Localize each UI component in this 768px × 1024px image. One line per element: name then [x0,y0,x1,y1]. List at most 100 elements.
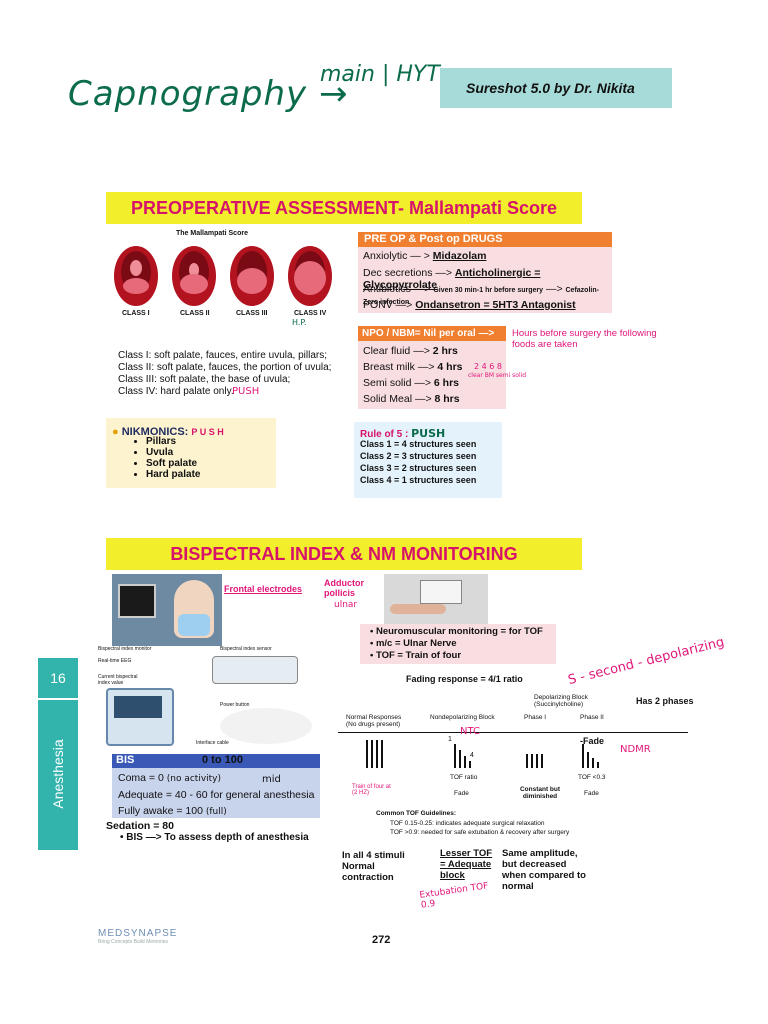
hw-ulnar: ulnar [334,600,358,610]
tof-bar [597,762,599,768]
has-two-phases: Has 2 phases [636,696,694,706]
class-label-2: CLASS II [180,310,210,317]
train-label: Train of four at (2 HZ) [352,784,391,796]
drug-label: Dec secretions [363,267,433,279]
hw-push: PUSH [411,427,446,440]
class-label-1: CLASS I [122,310,150,317]
nm-stimulator [420,580,462,604]
rule-title: Rule of 5 : [360,429,409,440]
npo-label: Breast milk [363,361,415,373]
sureshot-text: Sureshot 5.0 by Dr. Nikita [466,80,635,96]
npo-value: 8 hrs [434,393,460,405]
phase1-label: Phase I [524,714,547,721]
drug-label: Anxiolytic [363,250,408,262]
bis-list: Coma = 0 (no activity) Adequate = 40 - 6… [118,770,314,820]
sensor-strip [212,656,298,684]
nikmonics-list: Pillars Uvula Soft palate Hard palate [132,436,200,480]
bulb-icon: ● [112,426,119,438]
bis-photo [112,574,222,646]
hw-ntc: NTC [460,726,480,737]
nikmonics-item: Soft palate [146,458,200,469]
bis-label: BIS [116,754,135,766]
drugs-header: PRE OP & Post op DRUGS [358,232,612,247]
fade-label: Fade [454,790,469,797]
class-label-3: CLASS III [236,310,268,317]
tof-bar [371,740,373,768]
rule-item: Class 4 = 1 structures seen [360,475,477,485]
npo-label: Solid Meal [363,393,413,405]
tof-ratio: TOF ratio [450,774,478,781]
forearm-image [390,604,446,614]
class-desc-2: Class II: soft palate, fauces, the porti… [118,362,332,373]
nm-photo [384,574,488,624]
nm-item-text: TOF = Train of four [375,650,462,661]
hw-extubation: Extubation TOF 0.9 [418,881,490,911]
baseline [338,732,688,733]
bis-purpose: • BIS —> To assess depth of anesthesia [120,832,309,843]
handwritten-title: Capnography → [68,74,349,114]
drug-extra: Cefazolin-Zero infection [363,287,599,306]
bis-item: Fully awake = 100 [118,805,203,817]
bis-range: 0 to 100 [202,754,243,766]
tof-bar [376,740,378,768]
depol-label: Depolarizing Block (Succinylcholine) [534,694,588,708]
sureshot-banner: Sureshot 5.0 by Dr. Nikita [440,68,672,108]
class-desc-1: Class I: soft palate, fauces, entire uvu… [118,350,327,361]
nm-item: • Neuromuscular monitoring = for TOF [370,626,543,637]
figure-title: The Mallampati Score [176,230,248,237]
drug-label: PONV [363,299,393,311]
npo-value: 4 hrs [437,361,463,373]
in-all-label: In all 4 stimuli Normal contraction [342,850,405,883]
phase2-label: Phase II [580,714,604,721]
bis-device-diagram: Bispectral index monitor Bispectral inde… [96,644,322,754]
tof-bar [587,752,589,768]
hw-mid: mid [262,774,281,785]
fade-phase2: -Fade [580,736,605,746]
tof-bar [469,761,471,768]
npo-body: Clear fluid —> 2 hrs Breast milk —> 4 hr… [358,341,506,409]
bis-header: BIS 0 to 100 [112,754,320,768]
drug-value: Ondansetron = 5HT3 Antagonist [415,299,576,311]
class-desc-4: Class IV: hard palate only. [118,386,234,397]
nikmonics-word: P U S H [191,427,224,437]
normal-label: Normal Responses (No drugs present) [346,714,402,728]
page-number: 272 [372,934,391,946]
nm-box: • Neuromuscular monitoring = for TOF • m… [360,624,556,664]
tof-bar [536,754,538,768]
rule-item: Class 1 = 4 structures seen [360,439,477,449]
rule-item: Class 3 = 2 structures seen [360,463,477,473]
hw-clear: clear BM semi solid [468,372,527,379]
guideline-2: TOF >0.9: needed for safe extubation & r… [390,829,570,836]
device-screen [114,696,162,718]
patient-head-sketch [220,708,312,744]
fade-label-2: Fade [584,790,599,797]
bis-purpose-text: BIS —> To assess depth of anesthesia [126,832,309,843]
face-mask [178,614,210,636]
nm-item: • TOF = Train of four [370,650,462,661]
npo-label: Semi solid [363,377,412,389]
tof-bar [592,758,594,768]
section1-title: PREOPERATIVE ASSESSMENT- Mallampati Scor… [106,192,582,224]
side-tab-label: Anesthesia [50,739,66,809]
drugs-body: Anxiolytic — > Midazolam Dec secretions … [358,247,612,313]
tof-bar [526,754,528,768]
nikmonics-box: ● NIKMONICS: P U S H Pillars Uvula Soft … [106,418,276,488]
guideline-1: TOF 0.15-0.25: indicates adequate surgic… [390,820,545,827]
mallampati-mouths [114,246,332,306]
nikmonics-item: Hard palate [146,469,200,480]
side-tab [38,658,78,850]
rule-of-five: Rule of 5 : PUSH Class 1 = 4 structures … [354,422,502,498]
nm-item: • m/c = Ulnar Nerve [370,638,457,649]
logo-tagline: Bring Concepts Build Memories [98,939,169,945]
tof-bar [381,740,383,768]
guidelines-title: Common TOF Guidelines: [376,810,457,817]
constant-label: Constant but diminished [519,786,561,800]
nikmonics-item: Pillars [146,436,200,447]
class-descriptions: Class I: soft palate, fauces, entire uvu… [118,350,358,398]
npo-value: 2 hrs [432,345,458,357]
npo-label: Clear fluid [363,345,411,357]
lesser-tof-label: Lesser TOF = Adequate block [440,848,493,881]
same-amplitude-label: Same amplitude, but decreased when compa… [502,848,586,892]
rule-item: Class 2 = 3 structures seen [360,451,477,461]
bis-item: Coma = 0 [118,772,164,784]
